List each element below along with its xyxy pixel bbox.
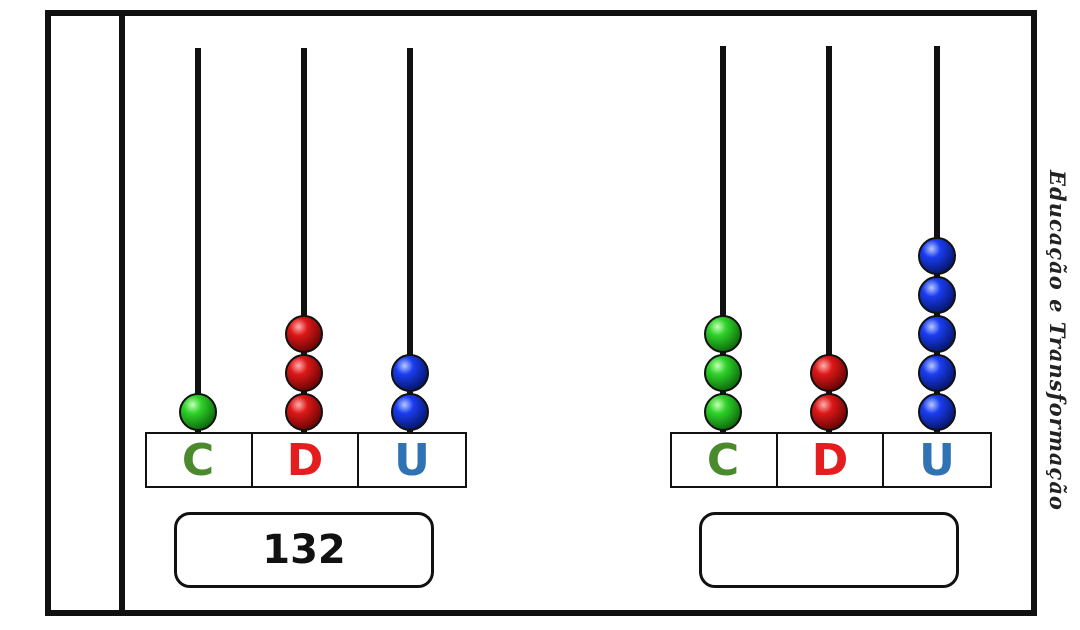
abacus-2-red-bead xyxy=(810,393,848,431)
abacus-2-blue-bead xyxy=(918,393,956,431)
abacus-2-green-bead xyxy=(704,354,742,392)
abacus-1-red-bead xyxy=(285,393,323,431)
abacus-1-red-bead xyxy=(285,315,323,353)
abacus-1-blue-bead xyxy=(391,393,429,431)
label-units-1: U xyxy=(394,434,430,486)
abacus-2-red-bead xyxy=(810,354,848,392)
label-units-2: U xyxy=(919,434,955,486)
abacus-2-blue-bead xyxy=(918,354,956,392)
abacus-2-blue-bead xyxy=(918,315,956,353)
abacus-1-green-bead xyxy=(179,393,217,431)
watermark-text: Educação e Transformação xyxy=(1045,170,1070,511)
label-tens-1: D xyxy=(253,432,359,488)
abacus-2-blue-bead xyxy=(918,276,956,314)
abacus-1-red-bead xyxy=(285,354,323,392)
label-hundreds-1: C xyxy=(145,432,253,488)
label-tens-2: D xyxy=(778,432,884,488)
answer-box-2[interactable] xyxy=(699,512,959,588)
answer-box-1[interactable]: 132 xyxy=(174,512,434,588)
abacus-2-green-bead xyxy=(704,393,742,431)
place-value-row-2 xyxy=(670,432,992,488)
binding-strip xyxy=(51,16,125,610)
worksheet-frame xyxy=(45,10,1037,616)
abacus-2-green-bead xyxy=(704,315,742,353)
label-hundreds-2: C xyxy=(670,432,778,488)
place-value-row-1 xyxy=(145,432,467,488)
abacus-2-blue-bead xyxy=(918,237,956,275)
abacus-1-blue-bead xyxy=(391,354,429,392)
